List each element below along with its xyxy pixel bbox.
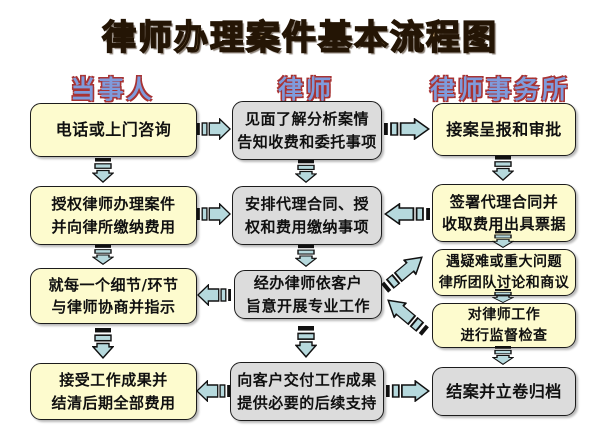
left-arrow-icon [387, 299, 429, 336]
box-lawyer-meet-analyze: 见面了解分析案情 告知收费和委托事项 [232, 101, 382, 160]
arrow-down-client-3 [91, 328, 115, 363]
right-arrow-icon [197, 117, 232, 141]
arrow-down-firm-1 [491, 156, 515, 185]
arrow-right-row1-lawyer-to-firm [384, 117, 431, 144]
column-header-client: 当事人 [70, 75, 155, 104]
box-client-consult: 电话或上门咨询 [30, 103, 197, 157]
box-lawyer-deliver-support: 向客户交付工作成果 提供必要的后续支持 [230, 362, 384, 421]
box-lawyer-professional-work: 经办律师依客户 旨意开展专业工作 [234, 270, 382, 319]
arrow-down-client-1 [91, 158, 115, 187]
down-arrow-icon [294, 160, 318, 183]
left-arrow-icon [196, 283, 231, 307]
arrow-down-firm-4 [491, 346, 515, 369]
column-header-firm: 律师事务所 [429, 75, 570, 104]
left-arrow-icon [195, 379, 230, 403]
arrow-down-lawyer-2 [294, 245, 318, 271]
column-header-lawyer: 律师 [277, 75, 334, 104]
arrow-diagonal-firm-supervise-to-lawyer [378, 292, 432, 343]
down-arrow-icon [294, 245, 318, 267]
arrow-down-firm-3 [491, 288, 515, 307]
arrow-down-lawyer-3 [294, 326, 318, 362]
page-title: 律师办理案件基本流程图 [101, 17, 498, 59]
arrow-down-lawyer-1 [294, 160, 318, 187]
arrow-left-row3-lawyer-to-client [196, 283, 231, 310]
down-arrow-icon [91, 158, 115, 183]
arrow-right-row2-client-to-lawyer [197, 202, 232, 229]
right-arrow-icon [197, 202, 232, 226]
arrow-down-client-2 [91, 245, 115, 269]
right-arrow-icon [386, 379, 431, 403]
box-firm-close-archive: 结案并立卷归档 [432, 367, 576, 416]
left-arrow-icon [383, 202, 430, 226]
down-arrow-icon [294, 326, 318, 358]
down-arrow-icon [491, 231, 515, 248]
box-firm-sign-collect: 签署代理合同并 收取费用出具票据 [432, 184, 576, 242]
arrow-right-row1-client-to-lawyer [197, 117, 232, 144]
box-firm-team-discuss: 遇疑难或重大问题 律所团队讨论和商议 [432, 249, 576, 296]
box-lawyer-arrange-contract: 安排代理合同、授 权和费用缴纳事项 [232, 186, 382, 245]
down-arrow-icon [491, 289, 515, 303]
box-client-negotiate-instruct: 就每一个细节/环节 与律师协商并指示 [30, 268, 197, 324]
right-arrow-icon [381, 256, 423, 293]
right-arrow-icon [384, 117, 431, 141]
arrow-right-row4-lawyer-to-firm [386, 379, 431, 406]
box-client-authorize-pay: 授权律师办理案件 并向律所缴纳费用 [30, 186, 197, 245]
down-arrow-icon [91, 328, 115, 359]
down-arrow-icon [91, 245, 115, 265]
box-firm-supervise: 对律师工作 进行监督检查 [432, 303, 576, 348]
box-client-accept-settle: 接受工作成果并 结清后期全部费用 [30, 363, 197, 420]
down-arrow-icon [491, 156, 515, 181]
arrow-down-firm-2 [491, 231, 515, 252]
arrow-left-row2-firm-to-lawyer [383, 202, 430, 229]
arrow-left-row4-lawyer-to-client [195, 379, 230, 406]
arrow-diagonal-lawyer-to-firm-discuss [378, 249, 432, 300]
down-arrow-icon [491, 346, 515, 365]
box-firm-report-approve: 接案呈报和审批 [432, 103, 576, 156]
